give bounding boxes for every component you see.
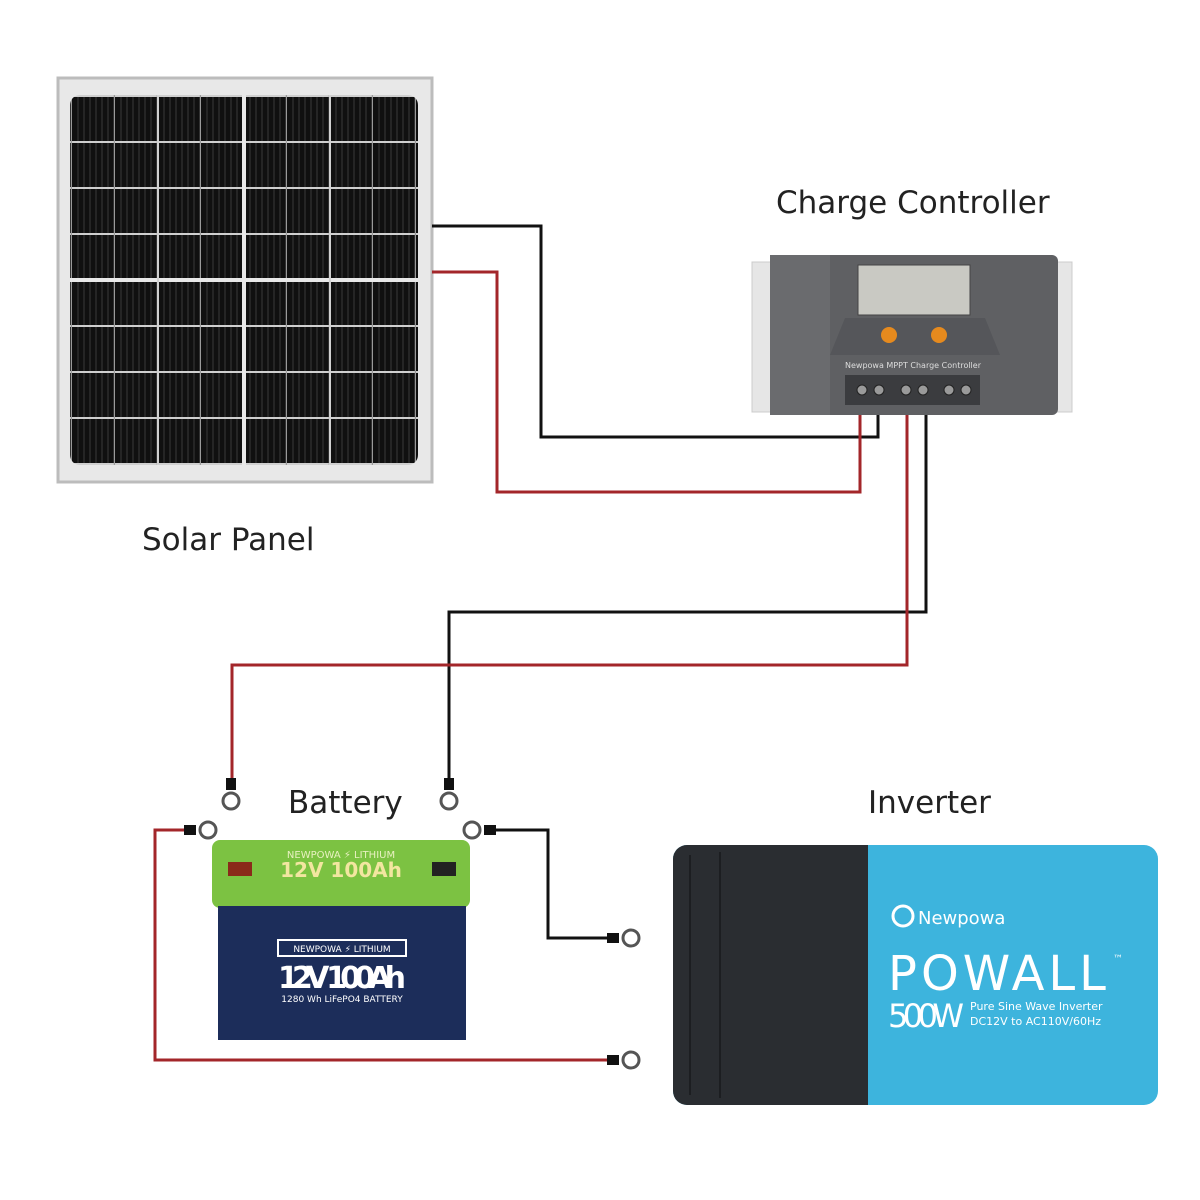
inverter-negative-wire: [490, 828, 612, 940]
battery-negative-wire: [447, 412, 928, 785]
inverter-power: 500W: [888, 997, 964, 1035]
inverter-brand: Newpowa: [918, 908, 1005, 929]
inverter-positive-wire: [153, 828, 612, 1062]
wires: [153, 224, 928, 1062]
panel-negative-wire: [432, 224, 880, 439]
inverter-line2: DC12V to AC110V/60Hz: [970, 1015, 1101, 1028]
ring-terminals: [184, 778, 641, 1070]
ring-terminal-icon: [198, 820, 218, 840]
battery-subtitle: 1280 Wh LiFePO4 BATTERY: [281, 995, 403, 1005]
ring-terminal-icon: [221, 791, 241, 811]
ring-terminal-icon: [621, 1050, 641, 1070]
inverter: Newpowa POWALL ™ 500W Pure Sine Wave Inv…: [673, 845, 1158, 1105]
charge-controller-label: Charge Controller: [776, 185, 1050, 221]
battery-top-brand: NEWPOWA ⚡ LITHIUM: [287, 850, 395, 861]
charge-controller: Newpowa MPPT Charge Controller: [751, 255, 1073, 415]
battery-brand-band: NEWPOWA ⚡ LITHIUM: [293, 945, 390, 955]
panel-positive-wire: [432, 270, 862, 494]
controller-button: [931, 327, 947, 343]
newpowa-logo-icon: [891, 904, 915, 928]
solar-panel: [56, 76, 434, 484]
battery: NEWPOWA ⚡ LITHIUM 12V 100Ah NEWPOWA ⚡ LI…: [212, 840, 470, 1040]
inverter-line1: Pure Sine Wave Inverter: [970, 1000, 1103, 1013]
inverter-trademark: ™: [1113, 954, 1123, 965]
controller-button: [881, 327, 897, 343]
battery-positive-wire: [230, 412, 909, 785]
controller-brand-text: Newpowa MPPT Charge Controller: [845, 361, 982, 370]
solar-panel-label: Solar Panel: [142, 522, 314, 558]
inverter-product: POWALL: [888, 946, 1110, 1002]
battery-model: 12V 100Ah: [278, 961, 406, 996]
ring-terminal-icon: [621, 928, 641, 948]
battery-top-model: 12V 100Ah: [280, 858, 402, 882]
ring-terminal-icon: [462, 820, 482, 840]
battery-label: Battery: [288, 785, 403, 821]
inverter-label: Inverter: [868, 785, 991, 821]
ring-terminal-icon: [439, 791, 459, 811]
